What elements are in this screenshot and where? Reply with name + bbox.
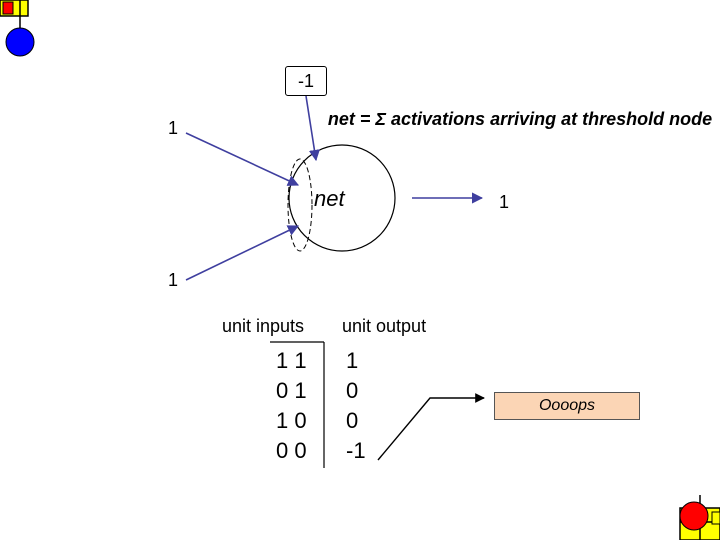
table-row-inputs: 0 1 bbox=[276, 378, 307, 403]
net-equation: net = Σ activations arriving at threshol… bbox=[327, 109, 713, 129]
output-value: 1 bbox=[499, 192, 510, 212]
arrow-input-top bbox=[185, 132, 300, 186]
callout-text: Oooops bbox=[538, 397, 596, 414]
input-grouping-ellipse bbox=[287, 158, 313, 252]
arrow-input-bottom bbox=[185, 225, 300, 281]
table-row-output: -1 bbox=[346, 438, 366, 463]
corner-decoration-bottom-right bbox=[679, 495, 720, 540]
table-output-column: 1 0 0 -1 bbox=[346, 346, 386, 466]
table-row-inputs: 0 0 bbox=[276, 438, 307, 463]
input-bottom-value: 1 bbox=[168, 270, 179, 290]
table-row-output: 0 bbox=[346, 408, 359, 433]
callout-box bbox=[494, 392, 640, 420]
arrow-callout bbox=[377, 393, 485, 461]
table-header-inputs: unit inputs bbox=[222, 316, 305, 336]
table-header-output: unit output bbox=[342, 316, 427, 336]
input-top-value: 1 bbox=[168, 118, 179, 138]
corner-decoration-top-left bbox=[0, 0, 35, 57]
threshold-node bbox=[288, 144, 396, 252]
table-row-output: 1 bbox=[346, 348, 359, 373]
arrow-bias bbox=[305, 95, 320, 162]
table-row-inputs: 1 1 bbox=[276, 348, 307, 373]
bias-box bbox=[285, 66, 327, 96]
node-label: net bbox=[314, 186, 345, 211]
table-row-inputs: 1 0 bbox=[276, 408, 307, 433]
table-inputs-column: 1 1 0 1 1 0 0 0 bbox=[276, 346, 316, 466]
table-row-output: 0 bbox=[346, 378, 359, 403]
bias-value: -1 bbox=[297, 71, 314, 91]
